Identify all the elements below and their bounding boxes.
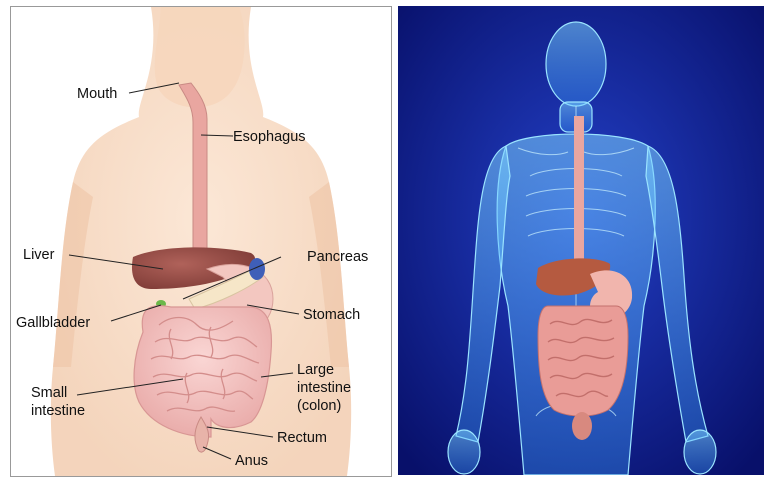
- anus-label: Anus: [235, 453, 268, 469]
- large-intestine-label-line1: Large: [297, 362, 334, 378]
- labeled-digestive-diagram: Mouth Esophagus Liver Pancreas Gallbladd…: [10, 6, 392, 477]
- large-intestine-label-line3: (colon): [297, 398, 341, 414]
- large-intestine-organ: [134, 306, 271, 437]
- large-intestine-label-line2: intestine: [297, 380, 351, 396]
- pancreas-label: Pancreas: [307, 249, 368, 265]
- stomach-label: Stomach: [303, 307, 360, 323]
- labeled-diagram-svg: Mouth Esophagus Liver Pancreas Gallbladd…: [11, 7, 391, 476]
- anatomy-render-svg: [398, 6, 764, 475]
- spleen-organ: [249, 258, 265, 280]
- gallbladder-label: Gallbladder: [16, 315, 90, 331]
- render-rectum: [572, 412, 592, 440]
- anatomy-render-panel: [398, 6, 764, 475]
- small-intestine-label-line2: intestine: [31, 403, 85, 419]
- rectum-label: Rectum: [277, 430, 327, 446]
- mouth-label: Mouth: [77, 86, 117, 102]
- small-intestine-label-line1: Small: [31, 385, 67, 401]
- render-esophagus: [574, 116, 584, 268]
- esophagus-label: Esophagus: [233, 129, 306, 145]
- liver-label: Liver: [23, 247, 55, 263]
